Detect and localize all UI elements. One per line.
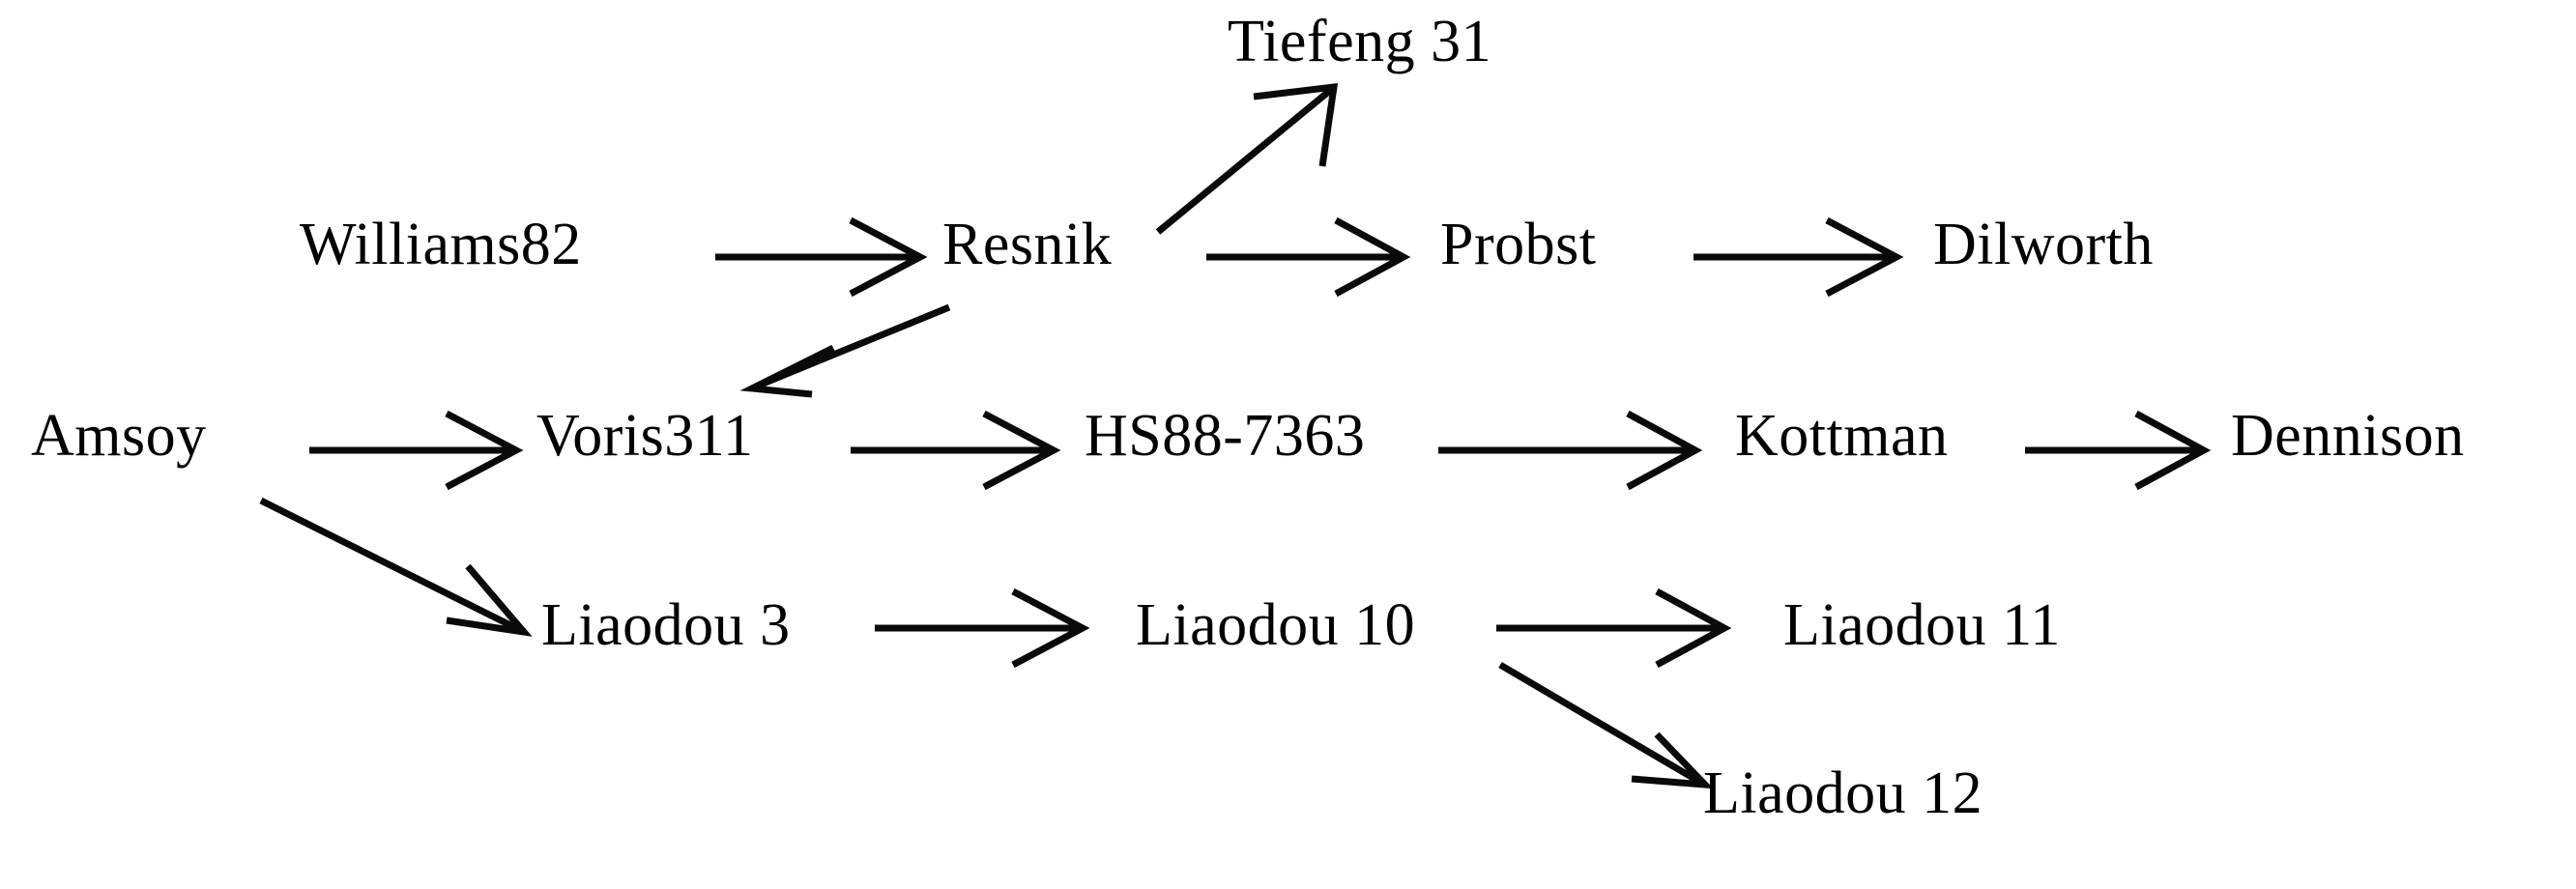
edge-liaodou10-liaodou11 [1496,588,1732,669]
edge-hs88-kottman [1438,410,1703,491]
edge-amsoy-voris311 [309,410,524,491]
edge-liaodou10-liaodou12 [1498,661,1714,789]
node-dennison[interactable]: Dennison [2231,403,2465,469]
edge-liaodou3-liaodou10 [875,588,1090,669]
edge-williams82-resnik [715,216,928,298]
node-tiefeng31[interactable]: Tiefeng 31 [1228,9,1492,74]
node-resnik[interactable]: Resnik [942,212,1113,277]
node-liaodou10[interactable]: Liaodou 10 [1136,592,1416,658]
edge-resnik-tiefeng31 [1155,82,1339,235]
node-liaodou12[interactable]: Liaodou 12 [1703,760,1983,826]
edge-resnik-voris311 [739,303,951,398]
node-liaodou3[interactable]: Liaodou 3 [541,592,791,658]
node-dilworth[interactable]: Dilworth [1933,212,2154,277]
edge-kottman-dennison [2025,410,2212,491]
edge-amsoy-liaodou3 [259,497,533,637]
node-amsoy[interactable]: Amsoy [31,403,207,469]
node-kottman[interactable]: Kottman [1735,403,1949,469]
edge-resnik-probst [1206,216,1411,298]
node-hs88-7363[interactable]: HS88-7363 [1085,403,1366,469]
node-williams82[interactable]: Williams82 [300,212,582,277]
node-voris311[interactable]: Voris311 [536,403,754,469]
edge-probst-dilworth [1693,216,1904,298]
node-probst[interactable]: Probst [1440,212,1597,277]
edge-voris311-hs88 [851,410,1061,491]
node-liaodou11[interactable]: Liaodou 11 [1783,592,2061,658]
